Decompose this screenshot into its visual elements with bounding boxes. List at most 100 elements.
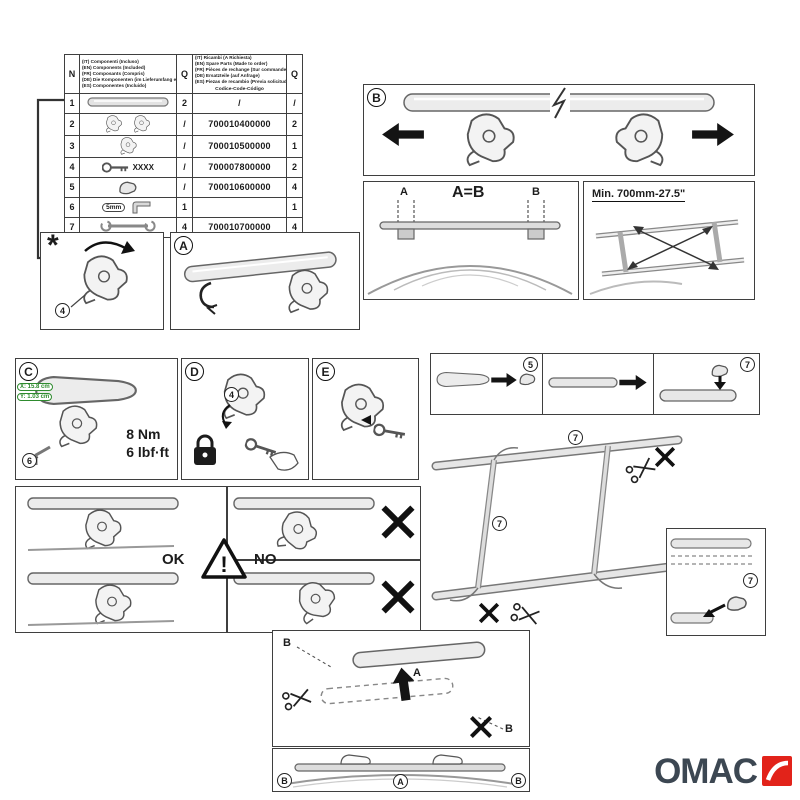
panel-d: D 4: [181, 358, 309, 480]
brand-logo: OMAC: [634, 750, 792, 792]
spare-line: (DE) Ersatzteile (auf Anfrage): [195, 73, 260, 79]
spare-line: (EN) Spare Parts (Made to order): [195, 61, 268, 67]
spare-line: (IT) Ricambi (A Richiesta): [195, 55, 252, 60]
mount-ok-drawing: [27, 572, 179, 626]
clamp-icon: [120, 137, 137, 155]
press-b-callout: B: [277, 773, 292, 788]
spare-line: (ES) Piezas de recambio (Previa solicitu…: [195, 79, 287, 85]
end-cap-icon: [119, 181, 137, 195]
spare-line: (FR) Pièces de rechange (Sur commande): [195, 67, 287, 73]
panel-divider: [226, 559, 420, 561]
panel-b-letter: B: [367, 88, 386, 107]
panel-c-letter: C: [19, 362, 38, 381]
measure-a-label: A: [400, 186, 408, 198]
bar-adjust-panel: B A B: [272, 630, 530, 747]
roof-rails-diagram: 7 7: [428, 416, 686, 628]
warning-triangle-icon: !: [201, 538, 247, 579]
part-callout: 7: [740, 357, 755, 372]
table-row: 2 / 700010400000 2: [64, 112, 303, 136]
side-cap-drawing: [670, 538, 755, 624]
table-row: 4 XXXX / 700007800000 2: [64, 156, 303, 178]
included-line: (EN) Components (Included): [82, 64, 146, 70]
parts-table: N (IT) Componenti (Incluso) (EN) Compone…: [64, 54, 303, 238]
clamp-rotation-drawing: [70, 241, 135, 308]
part-callout: 7: [743, 573, 758, 588]
press-b-callout: B: [511, 773, 526, 788]
car-roof-drawing: [367, 200, 573, 295]
bar-slide-drawing: [547, 375, 647, 390]
panel-e-letter: E: [316, 362, 335, 381]
panel-a-letter: A: [174, 236, 193, 255]
rail-frame-drawing: [589, 219, 745, 295]
adjust-a-label: A: [413, 667, 421, 679]
key-removal-drawing: [340, 383, 408, 441]
included-line: (DE) Die Komponenten (im Lieferumfang en…: [82, 77, 177, 83]
part-callout: 7: [492, 516, 507, 531]
bar-adjust-drawing: [281, 641, 504, 739]
panel-c: C X: 15.8 cm Y: 1.03 cm 6 8 Nm 6 lbf·ft: [15, 358, 178, 480]
allen-size-label: 5mm: [102, 202, 126, 212]
panel-e: E: [312, 358, 419, 480]
y-measure-label: Y: 1.03 cm: [17, 393, 53, 401]
crossbar-spread-drawing: [382, 87, 734, 167]
clamp-pair-icon: [106, 115, 150, 133]
table-row: 6 5mm 1 1: [64, 196, 303, 218]
side-cap-panel: 7: [666, 528, 766, 636]
mount-ok-drawing: [27, 497, 179, 551]
cap-drop-drawing: [659, 364, 737, 402]
ok-label: OK: [162, 551, 185, 568]
torque-lbf: 6 lbf·ft: [126, 443, 169, 460]
code-caption: Codice-Code-Código: [215, 86, 264, 92]
part-callout: 6: [22, 453, 37, 468]
mount-wrong-drawing: [233, 497, 420, 554]
press-down-panel: B A B: [272, 748, 530, 792]
warning-bang: !: [220, 552, 227, 577]
panel-b: B: [363, 84, 755, 176]
brand-red-mark-icon: [762, 756, 792, 786]
key-blank-code: XXXX: [132, 162, 154, 172]
min-width-panel: Min. 700mm-27.5": [583, 181, 755, 300]
star-detail-panel: * 4: [40, 229, 164, 330]
panel-d-letter: D: [185, 362, 204, 381]
min-width-text: Min. 700mm-27.5": [592, 188, 686, 202]
table-row: 1 2 / /: [64, 92, 303, 114]
measure-b-label: B: [532, 186, 540, 198]
col-header-spares: (IT) Ricambi (A Richiesta) (EN) Spare Pa…: [192, 54, 287, 94]
asterisk-mark: *: [47, 229, 59, 262]
equal-spacing-panel: A A=B B: [363, 181, 579, 300]
part-callout: 5: [523, 357, 538, 372]
press-a-callout: A: [393, 774, 408, 789]
table-row: 5 / 700010600000 4: [64, 176, 303, 198]
wrench-icon: [100, 220, 156, 233]
torque-spec: 8 Nm 6 lbf·ft: [126, 426, 169, 461]
adjust-b-label: B: [505, 723, 513, 735]
part-callout: 4: [55, 303, 70, 318]
col-header-q2: Q: [286, 54, 303, 94]
col-header-components: (IT) Componenti (Incluso) (EN) Component…: [79, 54, 177, 94]
crossbar-icon: [87, 97, 169, 108]
col-header-n: N: [64, 54, 80, 94]
included-line: (FR) Composants (Compris): [82, 70, 145, 76]
cap-install-cell-1: 5: [430, 353, 543, 415]
brand-name: OMAC: [654, 751, 758, 791]
cap-install-cell-2: [541, 353, 655, 415]
no-label: NO: [254, 551, 277, 568]
torque-nm: 8 Nm: [126, 426, 161, 442]
mount-wrong-drawing: [233, 572, 420, 625]
assembled-bar-drawing: [183, 251, 337, 315]
included-line: (IT) Componenti (Incluso): [82, 58, 139, 64]
part-callout: 4: [224, 387, 239, 402]
included-line: (ES) Componentes (Incluido): [82, 83, 147, 89]
cap-install-cell-3: 7: [653, 353, 760, 415]
ok-no-panel: OK ! NO: [15, 486, 421, 633]
panel-a: A: [170, 232, 360, 330]
lock-drawing: [194, 373, 299, 471]
adjust-b-label: B: [283, 637, 291, 649]
x-measure-label: X: 15.8 cm: [17, 383, 53, 391]
part-callout: 7: [568, 430, 583, 445]
col-header-q: Q: [176, 54, 193, 94]
key-icon: [102, 162, 130, 173]
equal-text: A=B: [452, 184, 485, 201]
rails-drawing: [431, 435, 683, 627]
